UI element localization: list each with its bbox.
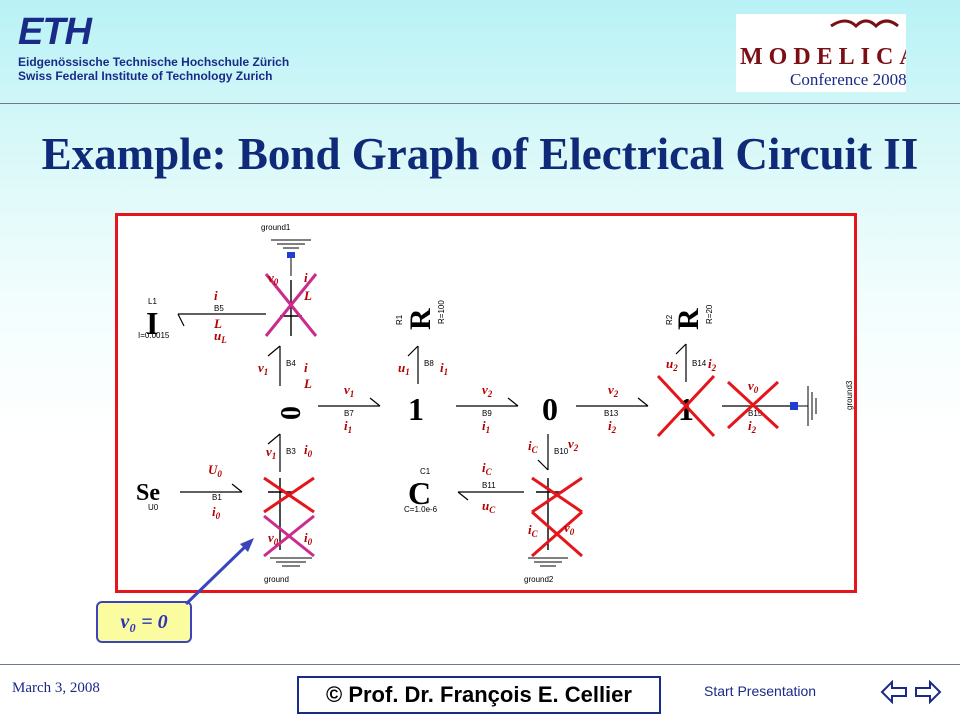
label-i1-b8: i1 bbox=[440, 360, 448, 377]
B8-label: B8 bbox=[424, 359, 434, 368]
label-i0-b3: i0 bbox=[304, 442, 313, 459]
label-v2-b10: v2 bbox=[568, 436, 579, 453]
label-v2-b13: v2 bbox=[608, 382, 619, 399]
label-i2-b15: i2 bbox=[748, 418, 757, 435]
label-iL-b4-sub: L bbox=[303, 376, 312, 391]
U0-label: U0 bbox=[148, 503, 159, 512]
junction-1-middle: 1 bbox=[408, 391, 424, 427]
ground1-label: ground1 bbox=[261, 223, 291, 232]
B11-label: B11 bbox=[482, 481, 496, 490]
label-v1-b7: v1 bbox=[344, 382, 354, 399]
R2-param: R=20 bbox=[705, 304, 714, 324]
element-R2: R bbox=[672, 308, 705, 330]
modelica-logo-graphic: MODELICA bbox=[740, 19, 917, 70]
label-iL-left: i bbox=[214, 288, 218, 303]
label-v1-b3: v1 bbox=[266, 444, 276, 461]
nav-arrows bbox=[880, 679, 942, 705]
start-presentation-link[interactable]: Start Presentation bbox=[704, 683, 817, 699]
modelica-wordmark: MODELICA bbox=[740, 44, 906, 70]
ground-label: ground bbox=[264, 575, 289, 584]
label-iC-b10: iC bbox=[528, 438, 539, 455]
v0-callout: v₀ = 0 bbox=[96, 601, 192, 643]
back-arrow-icon[interactable] bbox=[880, 679, 907, 705]
label-v0-bottom: v0 bbox=[268, 530, 279, 547]
eth-wordmark: ETH bbox=[18, 11, 92, 53]
label-v0-top: v0 bbox=[268, 270, 279, 287]
bond-graph-diagram: ground1 v0 i L L1 I I=0.0015 B5 i L uL B… bbox=[115, 213, 857, 593]
ground2-label: ground2 bbox=[524, 575, 554, 584]
B5-label: B5 bbox=[214, 304, 224, 313]
slide-navigation bbox=[880, 678, 942, 706]
B13-label: B13 bbox=[604, 409, 619, 418]
B1-label: B1 bbox=[212, 493, 222, 502]
ground3-label: ground3 bbox=[845, 380, 854, 410]
modelica-logo: MODELICA bbox=[736, 14, 917, 92]
bond-b5-junction bbox=[264, 273, 318, 337]
footer-divider bbox=[0, 664, 960, 665]
C1-label: C1 bbox=[420, 467, 431, 476]
label-uC: uC bbox=[482, 498, 496, 515]
bond-graph-canvas: ground1 v0 i L L1 I I=0.0015 B5 i L uL B… bbox=[136, 223, 854, 584]
element-I: I bbox=[146, 305, 158, 341]
header-divider bbox=[0, 103, 960, 104]
B14-label: B14 bbox=[692, 359, 707, 368]
label-iC-b11: iC bbox=[482, 460, 493, 477]
forward-arrow-icon[interactable] bbox=[915, 679, 942, 705]
label-iL-top: i bbox=[304, 270, 308, 285]
B4-label: B4 bbox=[286, 359, 296, 368]
eth-name-german: Eidgenössische Technische Hochschule Zür… bbox=[18, 55, 290, 69]
ground3-connector bbox=[790, 402, 798, 410]
ground1-symbol bbox=[271, 239, 311, 276]
label-iL-b4: i bbox=[304, 360, 308, 375]
element-R1: R bbox=[404, 308, 437, 330]
lower-left-junction bbox=[263, 476, 315, 558]
junction-0-left: 0 bbox=[276, 406, 307, 420]
label-i2-b14: i2 bbox=[708, 356, 717, 373]
presentation-date: March 3, 2008 bbox=[12, 680, 100, 696]
label-iL-top-sub: L bbox=[303, 288, 312, 303]
B3-label: B3 bbox=[286, 447, 296, 456]
label-uL: uL bbox=[214, 328, 227, 345]
junction-0-right: 0 bbox=[542, 391, 558, 427]
B15-label: B15 bbox=[748, 409, 763, 418]
label-v2-b9: v2 bbox=[482, 382, 493, 399]
slide-title: Example: Bond Graph of Electrical Circui… bbox=[41, 129, 919, 179]
copyright-box: © Prof. Dr. François E. Cellier bbox=[297, 676, 661, 714]
label-i1-b7: i1 bbox=[344, 418, 352, 435]
C1-param: C=1.0e-6 bbox=[404, 505, 438, 514]
callout-arrow bbox=[184, 538, 254, 606]
label-v0-b15: v0 bbox=[748, 378, 759, 395]
label-i0-bottom: i0 bbox=[304, 530, 313, 547]
conference-label: Conference 2008 bbox=[790, 70, 907, 89]
label-iL-left-sub: L bbox=[213, 316, 222, 331]
L1-label: L1 bbox=[148, 297, 157, 306]
label-i0-b1: i0 bbox=[212, 504, 221, 521]
eth-name-english: Swiss Federal Institute of Technology Zu… bbox=[18, 69, 273, 83]
R1-label: R1 bbox=[395, 314, 404, 325]
label-i2-b13: i2 bbox=[608, 418, 617, 435]
junction-1-right: 1 bbox=[678, 391, 694, 427]
element-C: C bbox=[408, 475, 431, 511]
label-v1-b4: v1 bbox=[258, 360, 268, 377]
label-u1: u1 bbox=[398, 360, 410, 377]
L1-param: I=0.0015 bbox=[138, 331, 170, 340]
label-v0-bottom-right: v0 bbox=[564, 520, 575, 537]
label-iC-bottom: iC bbox=[528, 522, 539, 539]
B10-label: B10 bbox=[554, 447, 569, 456]
R2-label: R2 bbox=[665, 314, 674, 325]
label-U0: U0 bbox=[208, 462, 222, 479]
lower-right-junction bbox=[531, 476, 583, 558]
label-i1-b9: i1 bbox=[482, 418, 490, 435]
element-Se: Se bbox=[136, 480, 160, 506]
label-u2: u2 bbox=[666, 356, 678, 373]
B7-label: B7 bbox=[344, 409, 354, 418]
B9-label: B9 bbox=[482, 409, 492, 418]
R1-param: R=100 bbox=[437, 300, 446, 324]
